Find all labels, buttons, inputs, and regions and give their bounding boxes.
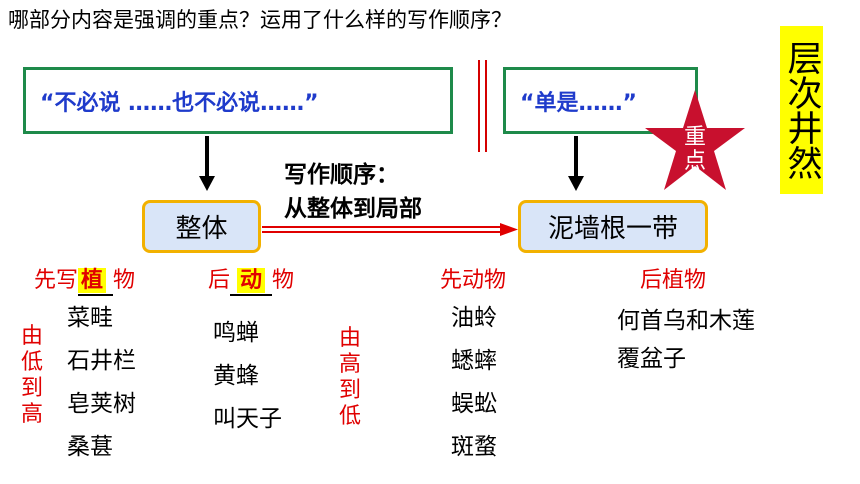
list-item: 蜈蚣 (451, 391, 497, 417)
list-item: 斑蝥 (451, 434, 497, 460)
separator-line-2 (485, 60, 487, 152)
star-text-2: 点 (684, 149, 706, 174)
list-plants-right: 何首乌和木莲 覆盆子 (617, 302, 755, 378)
order-title: 写作顺序： (284, 162, 399, 188)
list-animals-right: 油蛉 蟋蟀 蜈蚣 斑蝥 (451, 297, 497, 469)
list-item: 菜畦 (67, 305, 113, 331)
pill-whole: 整体 (142, 200, 261, 253)
star-icon: 重 点 (645, 90, 745, 190)
list-item: 桑葚 (67, 434, 113, 460)
vertical-high-to-low: 由高到低 (338, 326, 361, 429)
pill-wall-base: 泥墙根一带 (518, 200, 708, 253)
list-item: 叫天子 (213, 406, 282, 432)
list-item: 油蛉 (451, 305, 497, 331)
separator-line-1 (478, 60, 480, 152)
label-animals-first: 先动物 (440, 268, 507, 293)
down-arrow-left (199, 136, 215, 191)
vertical-low-to-high: 由低到高 (20, 324, 43, 427)
star-text-1: 重 (684, 125, 706, 150)
quote-box-left: “不必说 ……也不必说……” (23, 67, 453, 134)
list-animals-left: 鸣蝉 黄蜂 叫天子 (213, 312, 282, 441)
order-text: 从整体到局部 (284, 196, 422, 222)
side-label: 层次井然 (780, 26, 823, 194)
right-arrow (262, 223, 518, 236)
question-text: 哪部分内容是强调的重点？运用了什么样的写作顺序？ (8, 8, 512, 32)
list-item: 黄蜂 (213, 363, 259, 389)
label-animals-after: 后 动 物 (208, 262, 294, 296)
list-item: 石井栏 (67, 348, 136, 374)
list-item: 鸣蝉 (213, 320, 259, 346)
quote-box-right: “单是……” (503, 67, 698, 134)
list-item: 覆盆子 (617, 346, 686, 372)
down-arrow-right (568, 136, 584, 191)
list-item: 何首乌和木莲 (617, 308, 755, 334)
list-plants-left: 菜畦 石井栏 皂荚树 桑葚 (67, 297, 136, 469)
list-item: 皂荚树 (67, 391, 136, 417)
label-plants-first: 先写植 物 (34, 262, 135, 296)
writing-order: 写作顺序： 从整体到局部 (284, 158, 422, 226)
label-plants-after: 后植物 (640, 268, 707, 293)
list-item: 蟋蟀 (451, 348, 497, 374)
